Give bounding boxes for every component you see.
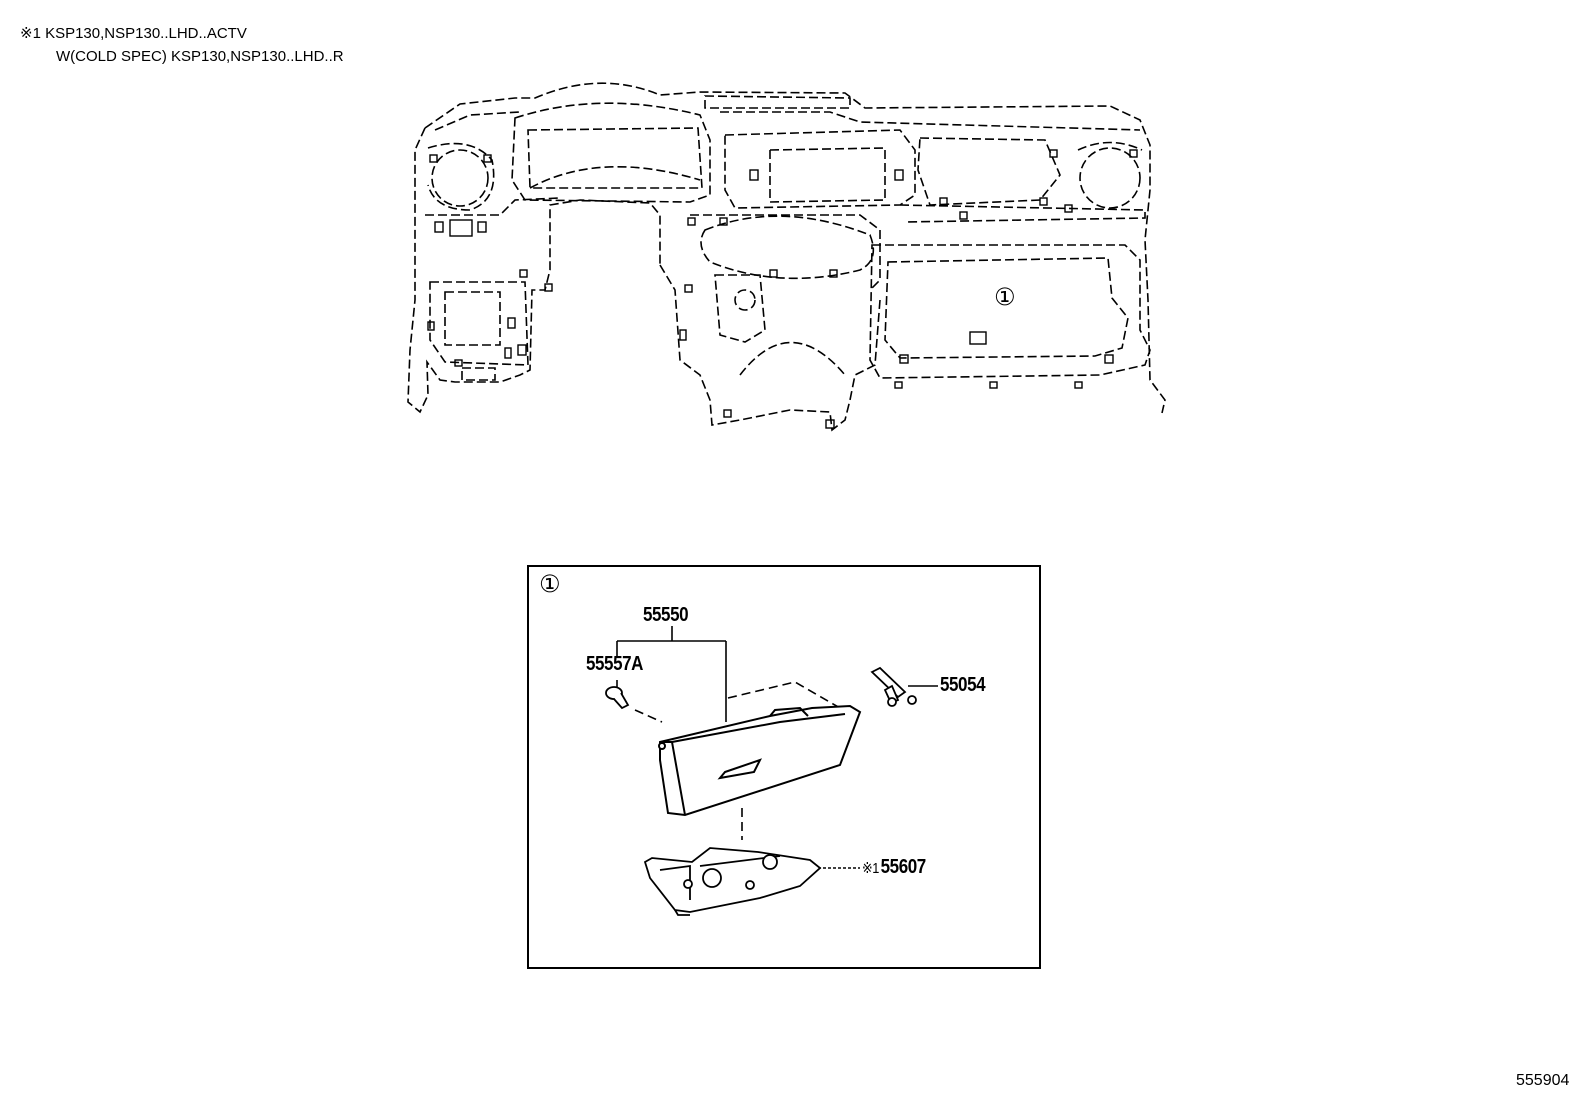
cold-spec-mark: ※1 [862,860,879,877]
part-label-55550: 55550 [643,604,689,626]
leader-lines [616,626,938,722]
part-label-55607: ※155607 [862,856,926,878]
glove-box-drawing [658,704,862,817]
detail-marker-1: ① [539,571,561,598]
part-label-55054: 55054 [940,674,986,696]
part-label-55557a: 55557A [586,653,644,675]
glove-box-damper-drawing [870,666,917,707]
glove-box-stopper-drawing [605,686,630,710]
glove-box-lower-door-drawing [643,847,822,916]
assembly-dashed-lines [634,681,841,840]
instrument-panel-outline [407,82,1166,432]
overview-callout-1: ① [994,284,1016,311]
detail-frame [527,565,1041,969]
note-line-1: ※1 KSP130,NSP130..LHD..ACTV [20,25,247,42]
diagram-id: 555904 [1516,1072,1570,1089]
note-line-2: W(COLD SPEC) KSP130,NSP130..LHD..R [56,48,344,65]
panel-clips [427,149,1138,429]
